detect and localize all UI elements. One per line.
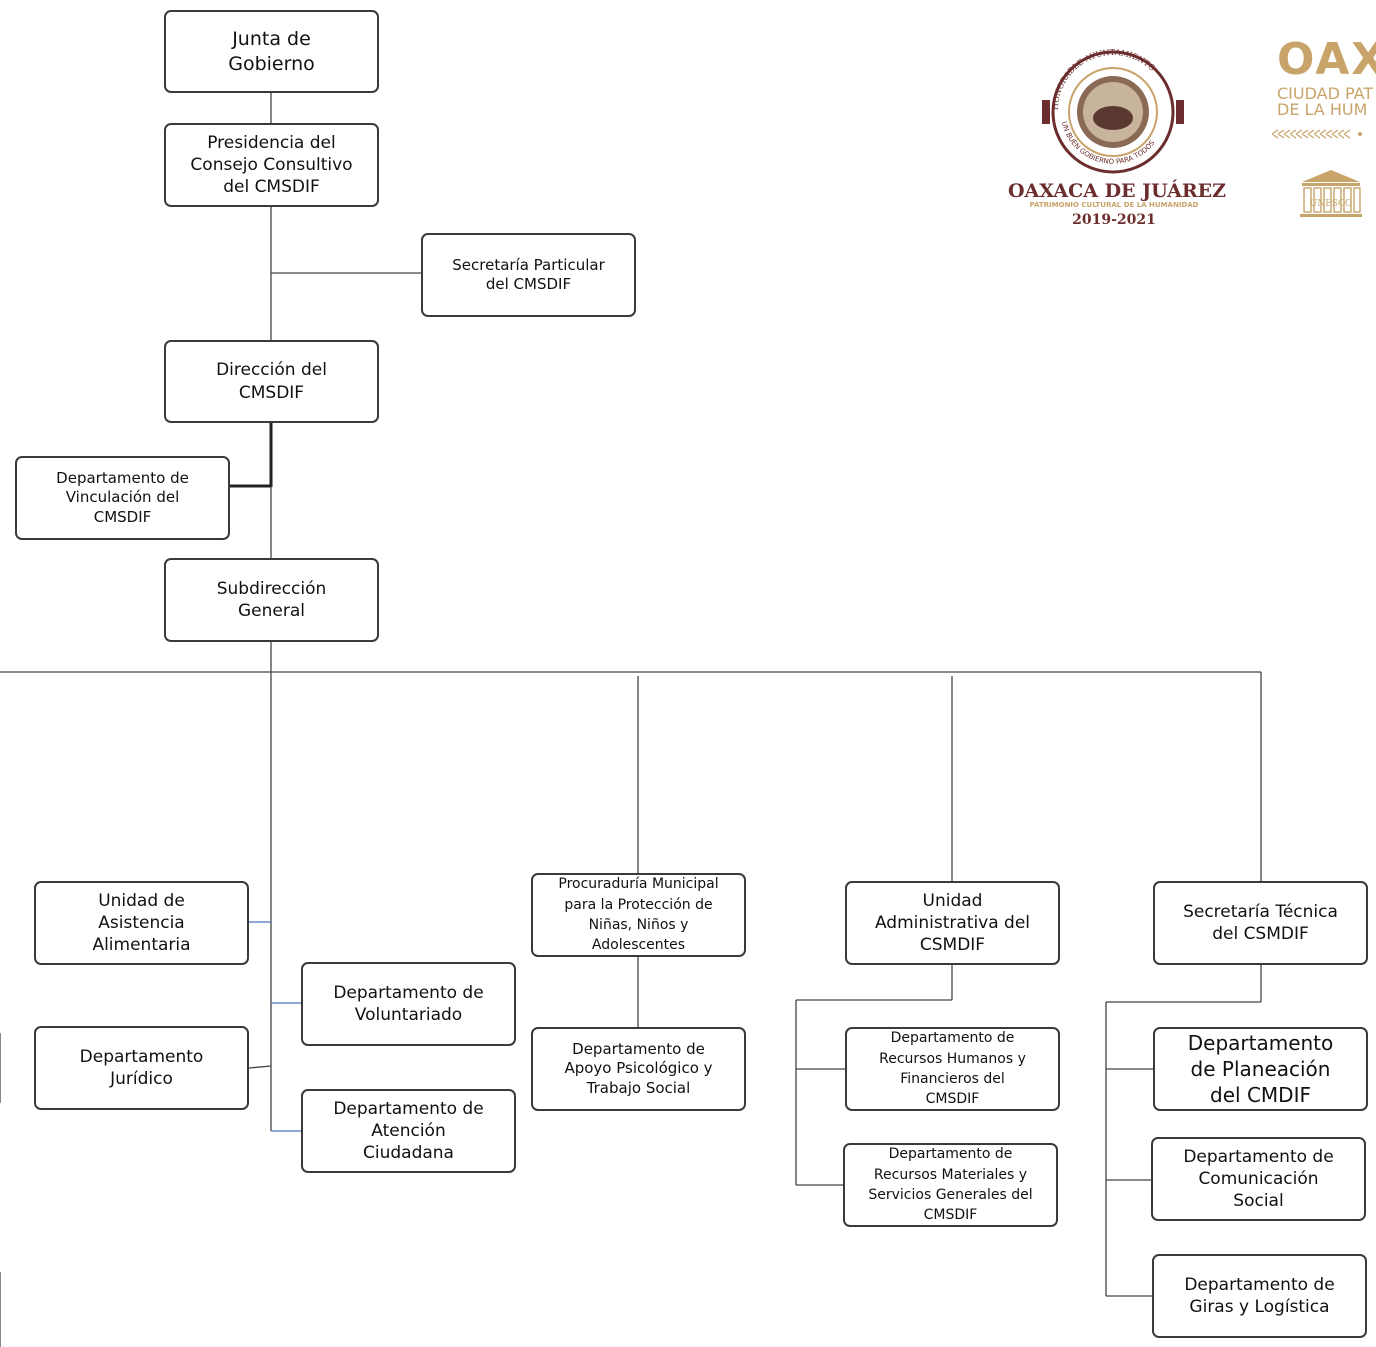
comunicacion-social-box: Departamento de Comunicación Social [1151, 1137, 1366, 1221]
unesco-label: UNESCO [1310, 199, 1352, 209]
presidencia-consejo-box: Presidencia del Consejo Consultivo del C… [164, 123, 379, 207]
juridico-box: Departamento Jurídico [34, 1026, 249, 1110]
oaxaca-heritage-line1: CIUDAD PAT [1277, 84, 1374, 103]
giras-logistica-box: Departamento de Giras y Logística [1152, 1254, 1367, 1338]
subdireccion-general-box: Subdirección General [164, 558, 379, 642]
heritage-subtitle: PATRIMONIO CULTURAL DE LA HUMANIDAD [1029, 201, 1199, 209]
city-name: OAXACA DE JUÁREZ [1008, 180, 1227, 202]
unidad-administrativa-box: Unidad Administrativa del CSMDIF [845, 881, 1060, 965]
procuraduria-box: Procuraduría Municipal para la Protecció… [531, 873, 746, 957]
apoyo-psicologico-box: Departamento de Apoyo Psicológico y Trab… [531, 1027, 746, 1111]
secretaria-tecnica-box: Secretaría Técnica del CSMDIF [1153, 881, 1368, 965]
term-years: 2019-2021 [1072, 212, 1156, 228]
recursos-materiales-box: Departamento de Recursos Materiales y Se… [843, 1143, 1058, 1227]
planeacion-box: Departamento de Planeación del CMDIF [1153, 1027, 1368, 1111]
ayuntamiento-seal-logo: HONORABLE AYUNTAMIENTO UN BUEN GOBIERNO … [1042, 48, 1184, 174]
asistencia-alimentaria-box: Unidad de Asistencia Alimentaria [34, 881, 249, 965]
unesco-temple-icon: UNESCO [1300, 170, 1362, 217]
oaxaca-heritage-line2: DE LA HUM [1277, 100, 1368, 119]
vinculacion-box: Departamento de Vinculación del CMSDIF [15, 456, 230, 540]
oaxaca-heritage-title: OAXA [1277, 34, 1376, 85]
recursos-humanos-box: Departamento de Recursos Humanos y Finan… [845, 1027, 1060, 1111]
voluntariado-box: Departamento de Voluntariado [301, 962, 516, 1046]
decorative-pattern-band [1271, 129, 1362, 139]
secretaria-particular-box: Secretaría Particular del CMSDIF [421, 233, 636, 317]
junta-de-gobierno-box: Junta de Gobierno [164, 10, 379, 93]
direccion-box: Dirección del CMSDIF [164, 340, 379, 423]
atencion-ciudadana-box: Departamento de Atención Ciudadana [301, 1089, 516, 1173]
